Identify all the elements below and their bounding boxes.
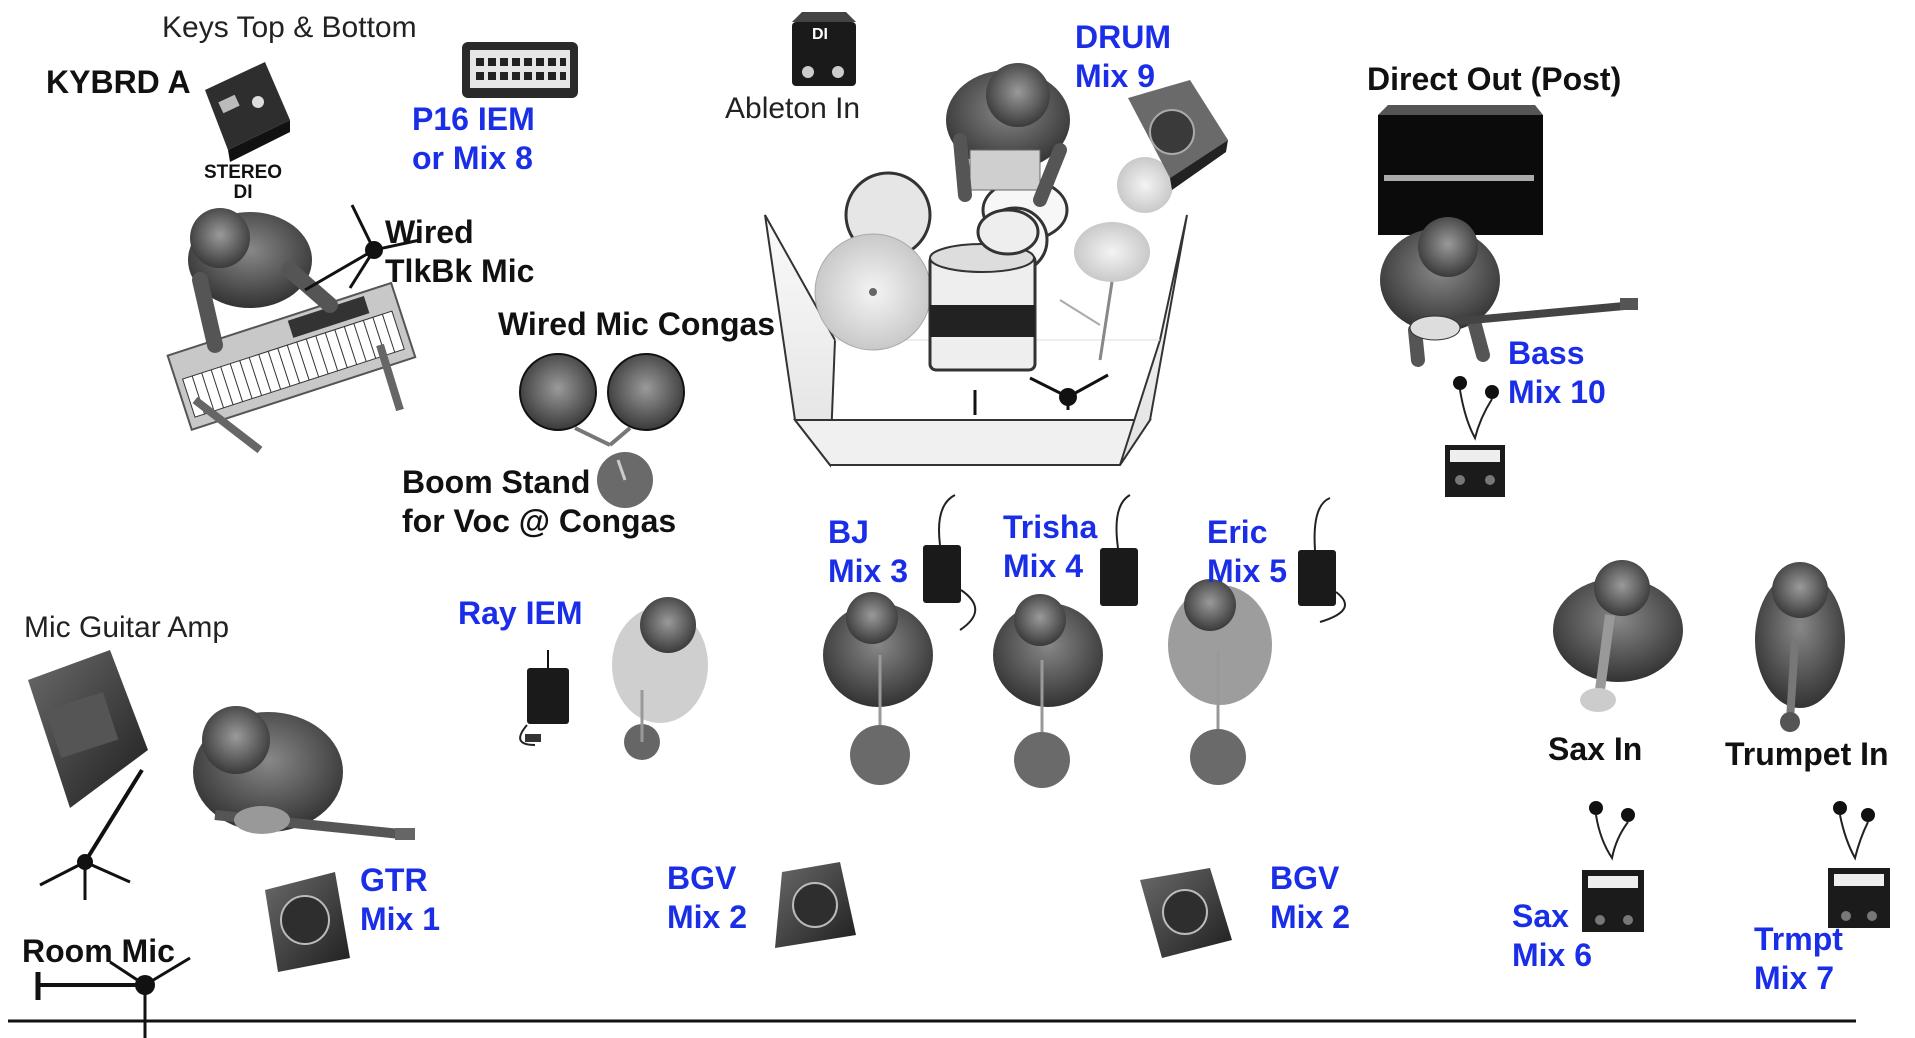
wired-tlkbk-line1: Wired <box>385 214 474 250</box>
singer-icon <box>993 594 1103 788</box>
bass-amp-icon <box>1378 105 1543 235</box>
bj-line1: BJ <box>828 514 869 550</box>
singer-icon <box>1168 579 1272 785</box>
iem-pack-icon <box>923 494 977 631</box>
ray-iem-label: Ray IEM <box>458 595 583 631</box>
drum-line2: Mix 9 <box>1075 58 1156 94</box>
guitarist-icon <box>193 706 415 840</box>
gtr-line1: GTR <box>360 862 428 898</box>
gtr-mix-label: GTR Mix 1 <box>360 861 440 939</box>
eric-line1: Eric <box>1207 514 1268 550</box>
drum-kit-icon <box>814 157 1173 372</box>
bj-line2: Mix 3 <box>828 553 909 589</box>
boom-stand-icon <box>597 452 653 508</box>
bgv-right-mix-label: BGV Mix 2 <box>1270 859 1350 937</box>
congas-icon <box>519 353 685 447</box>
bass-mix-label: Bass Mix 10 <box>1508 334 1606 412</box>
stereo-di-label: STEREO DI <box>198 163 288 203</box>
direct-out-label: Direct Out (Post) <box>1367 61 1622 97</box>
drum-wedge-icon <box>1128 80 1228 190</box>
trisha-mix-label: Trisha Mix 4 <box>1003 508 1097 586</box>
p16-line2: or Mix 8 <box>412 140 533 176</box>
eric-line2: Mix 5 <box>1207 553 1288 589</box>
personal-mixer-icon <box>1445 445 1505 497</box>
keyboard-player-icon <box>166 208 417 454</box>
keys-top-bottom-label: Keys Top & Bottom <box>162 11 417 44</box>
earbuds-icon <box>1589 801 1635 861</box>
guitar-amp-icon <box>28 650 148 808</box>
trisha-line1: Trisha <box>1003 509 1098 545</box>
ableton-di-icon <box>792 12 856 86</box>
drum-mix-label: DRUM Mix 9 <box>1075 18 1171 96</box>
wired-tlkbk-line2: TlkBk Mic <box>385 253 535 289</box>
bgv-right-line2: Mix 2 <box>1270 899 1351 935</box>
bgv-left-line2: Mix 2 <box>667 899 748 935</box>
earbuds-icon <box>1453 376 1499 441</box>
wired-tlkbk-label: Wired TlkBk Mic <box>385 213 534 291</box>
di-label: DI <box>233 182 253 203</box>
trmpt-mix-label: Trmpt Mix 7 <box>1754 920 1843 998</box>
stereo-label: STEREO <box>203 162 283 183</box>
boom-line1: Boom Stand <box>402 464 591 500</box>
trumpet-player-icon <box>1755 562 1845 732</box>
wired-mic-congas-label: Wired Mic Congas <box>498 306 776 342</box>
personal-mixer-icon <box>1582 870 1644 932</box>
wedge-monitor-icon <box>1140 868 1232 958</box>
iem-pack-icon <box>519 650 569 746</box>
earbuds-icon <box>1833 801 1875 861</box>
p16-mixer-icon <box>462 42 578 98</box>
p16-line1: P16 IEM <box>412 101 535 137</box>
bgv-right-line1: BGV <box>1270 860 1340 896</box>
trisha-line2: Mix 4 <box>1003 548 1084 584</box>
singer-icon <box>823 592 933 785</box>
wedge-monitor-icon <box>775 862 856 948</box>
sax-in-label: Sax In <box>1548 731 1643 767</box>
eric-mix-label: Eric Mix 5 <box>1207 513 1287 591</box>
iem-pack-icon <box>1100 494 1138 606</box>
boom-stand-label: Boom Stand for Voc @ Congas <box>402 463 676 541</box>
p16-iem-label: P16 IEM or Mix 8 <box>412 100 535 178</box>
ableton-in-label: Ableton In <box>725 92 861 125</box>
trumpet-in-label: Trumpet In <box>1725 736 1889 772</box>
talkback-mic-icon <box>304 204 421 292</box>
bj-mix-label: BJ Mix 3 <box>828 513 908 591</box>
room-mic-label: Room Mic <box>22 933 175 969</box>
wedge-monitor-icon <box>265 872 350 972</box>
bgv-left-mix-label: BGV Mix 2 <box>667 859 747 937</box>
singer-icon <box>612 597 708 760</box>
trmpt-line1: Trmpt <box>1754 921 1843 957</box>
sax-mix-label: Sax Mix 6 <box>1512 897 1592 975</box>
sax-line2: Mix 6 <box>1512 937 1593 973</box>
mic-guitar-amp-label: Mic Guitar Amp <box>24 611 230 644</box>
bgv-left-line1: BGV <box>667 860 737 896</box>
kybrd-a-label: KYBRD A <box>46 64 191 100</box>
bass-player-icon <box>1380 217 1638 367</box>
stereo-di-box-icon <box>205 62 290 162</box>
personal-mixer-icon <box>1828 868 1890 928</box>
trmpt-line2: Mix 7 <box>1754 960 1835 996</box>
drum-shield-icon <box>764 214 1188 468</box>
boom-line2: for Voc @ Congas <box>402 503 677 539</box>
sax-line1: Sax <box>1512 898 1569 934</box>
iem-pack-icon <box>1298 497 1346 623</box>
drum-vocal-mic-icon <box>973 373 1109 415</box>
room-mic-icon <box>35 956 191 1038</box>
bass-line2: Mix 10 <box>1508 374 1606 410</box>
drummer-icon <box>946 63 1070 207</box>
ableton-di-text: DI <box>812 26 828 43</box>
drum-line1: DRUM <box>1075 19 1171 55</box>
guitar-amp-mic-icon <box>39 768 144 900</box>
sax-player-icon <box>1553 560 1683 712</box>
gtr-line2: Mix 1 <box>360 901 441 937</box>
bass-line1: Bass <box>1508 335 1585 371</box>
